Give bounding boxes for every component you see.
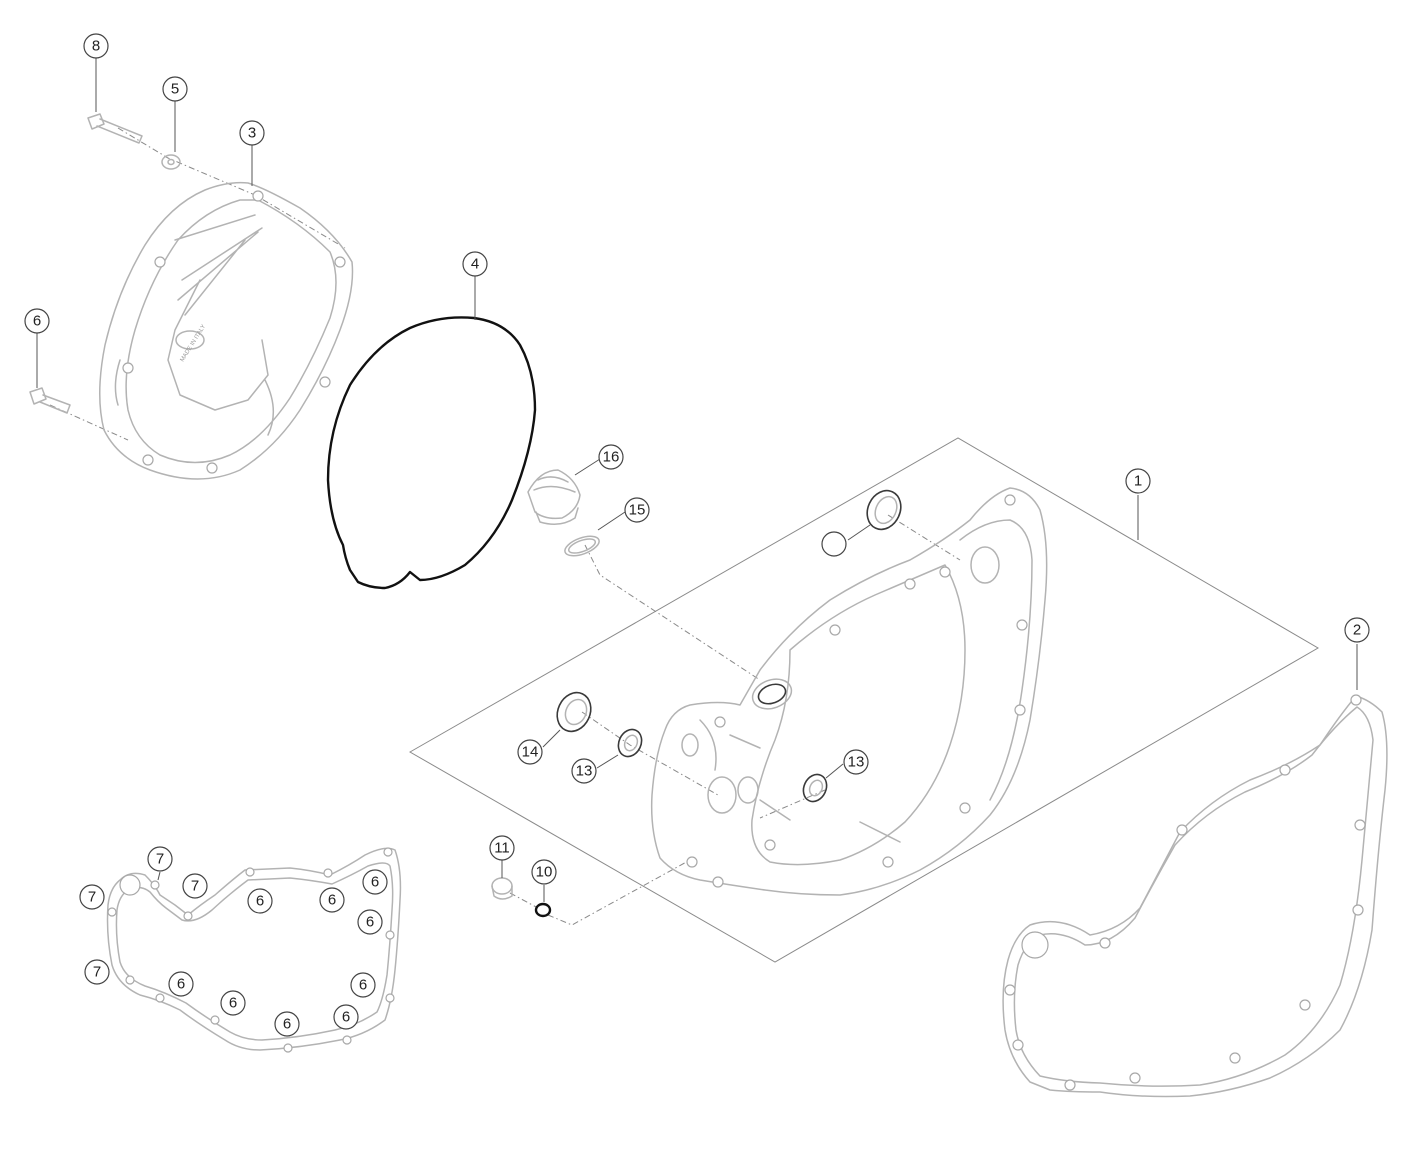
svg-text:7: 7: [93, 964, 101, 981]
callout-11: 11: [489, 835, 515, 861]
callout-14-left: 13: [571, 758, 597, 784]
svg-text:6: 6: [359, 977, 367, 994]
callout-6-top: 6: [24, 308, 50, 334]
callout-6-c: 6: [362, 869, 388, 895]
svg-text:7: 7: [88, 889, 96, 906]
callout-6-e: 6: [168, 971, 194, 997]
callout-5: 5: [162, 76, 188, 102]
callout-16: [821, 531, 847, 557]
o-ring-small-part: [534, 902, 552, 918]
svg-text:2: 2: [1353, 622, 1361, 639]
svg-text:6: 6: [177, 976, 185, 993]
svg-text:6: 6: [371, 874, 379, 891]
svg-text:3: 3: [248, 125, 256, 142]
svg-text:15: 15: [629, 502, 646, 519]
outer-clutch-cover-part: MADE IN ITALY: [99, 181, 354, 480]
svg-text:6: 6: [256, 893, 264, 910]
svg-text:8: 8: [92, 38, 100, 55]
svg-text:4: 4: [471, 256, 479, 273]
callout-6-b: 6: [319, 887, 345, 913]
shaft-seal-ring-top-part: [866, 489, 902, 531]
svg-text:7: 7: [156, 851, 164, 868]
svg-text:11: 11: [494, 840, 510, 857]
svg-text:6: 6: [283, 1016, 291, 1033]
callout-13: 16: [598, 444, 624, 470]
svg-text:5: 5: [171, 81, 179, 98]
callout-6-i: 6: [333, 1004, 359, 1030]
svg-text:1: 1: [1134, 473, 1142, 490]
callout-7-a: 7: [147, 846, 173, 872]
svg-text:10: 10: [536, 864, 553, 881]
svg-text:14: 14: [522, 744, 539, 761]
callout-14-right: 13: [843, 749, 869, 775]
o-ring-seal-large-part: [326, 316, 537, 590]
callout-4: 4: [462, 251, 488, 277]
svg-text:6: 6: [342, 1009, 350, 1026]
o-ring-part: [564, 535, 600, 557]
outer-cover-gasket-part: [106, 847, 402, 1053]
long-screw-part: [87, 113, 143, 144]
callout-15: 14: [517, 739, 543, 765]
callout-6-a: 6: [247, 888, 273, 914]
callout-6-f: 6: [220, 990, 246, 1016]
svg-text:13: 13: [848, 754, 865, 771]
callout-3: 3: [239, 120, 265, 146]
screw-part: [29, 387, 71, 414]
callout-7-c: 7: [182, 873, 208, 899]
shaft-seal-ring-left-part: [617, 728, 643, 758]
svg-text:6: 6: [328, 892, 336, 909]
assembly-frame: [408, 437, 1319, 963]
plug-screw-part: [491, 877, 513, 900]
alignment-guides: [49, 127, 961, 926]
svg-text:16: 16: [603, 449, 620, 466]
svg-text:13: 13: [576, 763, 593, 780]
callout-7-d: 7: [84, 959, 110, 985]
callout-6-g: 6: [350, 972, 376, 998]
callout-12: 15: [624, 497, 650, 523]
callout-7-b: 7: [79, 884, 105, 910]
callout-6-h: 6: [274, 1011, 300, 1037]
shaft-seal-ring-large-part: [556, 691, 592, 733]
svg-text:6: 6: [229, 995, 237, 1012]
clutch-cover-inner-housing-part: [650, 487, 1048, 896]
callout-6-d: 6: [357, 909, 383, 935]
svg-text:6: 6: [33, 313, 41, 330]
callout-8: 8: [83, 33, 109, 59]
washer-part: [161, 154, 181, 170]
oil-filler-plug-part: [527, 469, 581, 525]
shaft-seal-ring-right-part: [802, 773, 828, 803]
callout-2: 2: [1344, 617, 1370, 643]
callout-1: 1: [1125, 468, 1151, 494]
inner-cover-gasket-part: [1002, 694, 1388, 1098]
svg-text:7: 7: [191, 878, 199, 895]
callout-10: 10: [531, 859, 557, 885]
svg-text:6: 6: [366, 914, 374, 931]
leader-lines: [36, 58, 1358, 902]
